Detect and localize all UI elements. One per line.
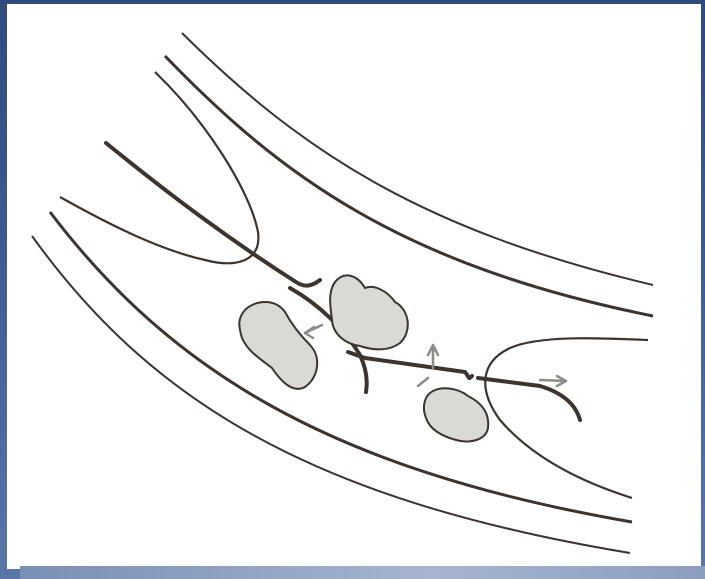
vessel-wall-inner-bottom xyxy=(50,212,632,522)
particle-blob-2 xyxy=(330,275,408,349)
vessel-wall-outer-bottom xyxy=(32,236,630,553)
arrow-icon-down-left xyxy=(418,378,428,386)
arrow-icon-left xyxy=(305,325,322,338)
fiber-loop-right xyxy=(485,338,648,498)
vessel-wall-outer-top xyxy=(182,33,653,285)
particle-blob-1 xyxy=(239,302,317,389)
vessel-wall-inner-top xyxy=(165,56,653,316)
fiber-right-hook xyxy=(478,378,580,420)
particle-blob-3 xyxy=(424,388,488,441)
arrow-icon-up xyxy=(428,345,438,368)
arrow-icon-right xyxy=(540,376,566,386)
